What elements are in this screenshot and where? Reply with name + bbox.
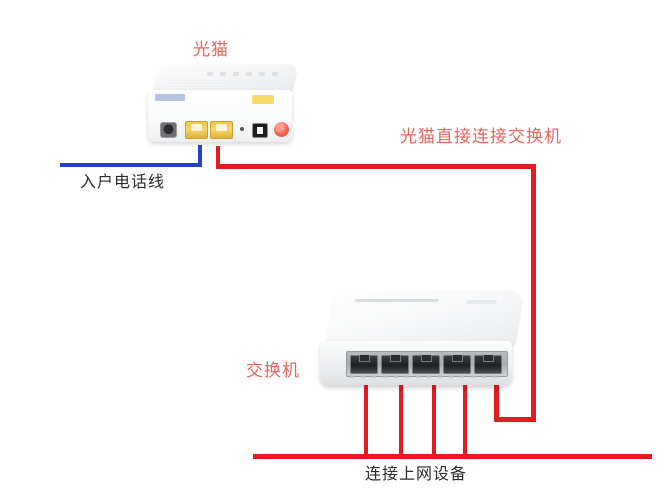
modem-brand-logo bbox=[155, 94, 185, 101]
switch-label: 交换机 bbox=[246, 361, 300, 381]
device-bus-line bbox=[253, 454, 652, 459]
modem-sticker-label bbox=[252, 95, 274, 104]
modem-uplink-lower-segment bbox=[494, 417, 536, 422]
switch-lan-port-1 bbox=[350, 355, 378, 374]
switch-lan-port-5 bbox=[474, 355, 502, 374]
modem-lan-port-1 bbox=[185, 121, 208, 139]
modem-top-shell bbox=[152, 63, 300, 93]
switch-lan-port-4 bbox=[443, 355, 471, 374]
modem-uplink-vertical-segment bbox=[216, 146, 220, 168]
switch-port-4-dropline bbox=[463, 385, 467, 458]
modem-label: 光猫 bbox=[193, 40, 229, 60]
switch-port-3-dropline bbox=[432, 385, 436, 458]
modem-uplink-right-riser bbox=[531, 164, 536, 422]
modem-port-row bbox=[148, 119, 292, 141]
switch-port-row bbox=[346, 351, 508, 377]
switch-lan-port-3 bbox=[412, 355, 440, 374]
incoming-phone-line-label: 入户电话线 bbox=[80, 172, 166, 191]
phone-line-horizontal-segment bbox=[60, 163, 202, 167]
switch-lan-port-2 bbox=[381, 355, 409, 374]
switch-led-indicators bbox=[350, 375, 500, 378]
switch-vent-slot bbox=[354, 299, 440, 302]
phone-line-vertical-segment bbox=[198, 145, 202, 167]
modem-to-switch-label: 光猫直接连接交换机 bbox=[400, 127, 562, 147]
optical-modem-device bbox=[148, 63, 300, 146]
modem-led-labels bbox=[206, 72, 286, 76]
modem-lan-port-2 bbox=[210, 121, 233, 139]
modem-vent-grille bbox=[167, 80, 280, 89]
modem-reset-pinhole bbox=[240, 127, 244, 131]
switch-port-2-dropline bbox=[399, 385, 403, 458]
modem-power-button bbox=[274, 122, 289, 137]
modem-power-jack bbox=[252, 123, 268, 138]
connect-devices-label: 连接上网设备 bbox=[365, 464, 468, 483]
switch-port-1-dropline bbox=[364, 385, 368, 458]
network-switch-device bbox=[320, 289, 525, 387]
modem-phone-port bbox=[160, 122, 177, 138]
modem-uplink-horizontal-segment bbox=[216, 164, 536, 169]
switch-port-5-dropline bbox=[494, 385, 499, 422]
switch-top-label bbox=[466, 300, 497, 304]
switch-top-shell bbox=[325, 289, 525, 347]
